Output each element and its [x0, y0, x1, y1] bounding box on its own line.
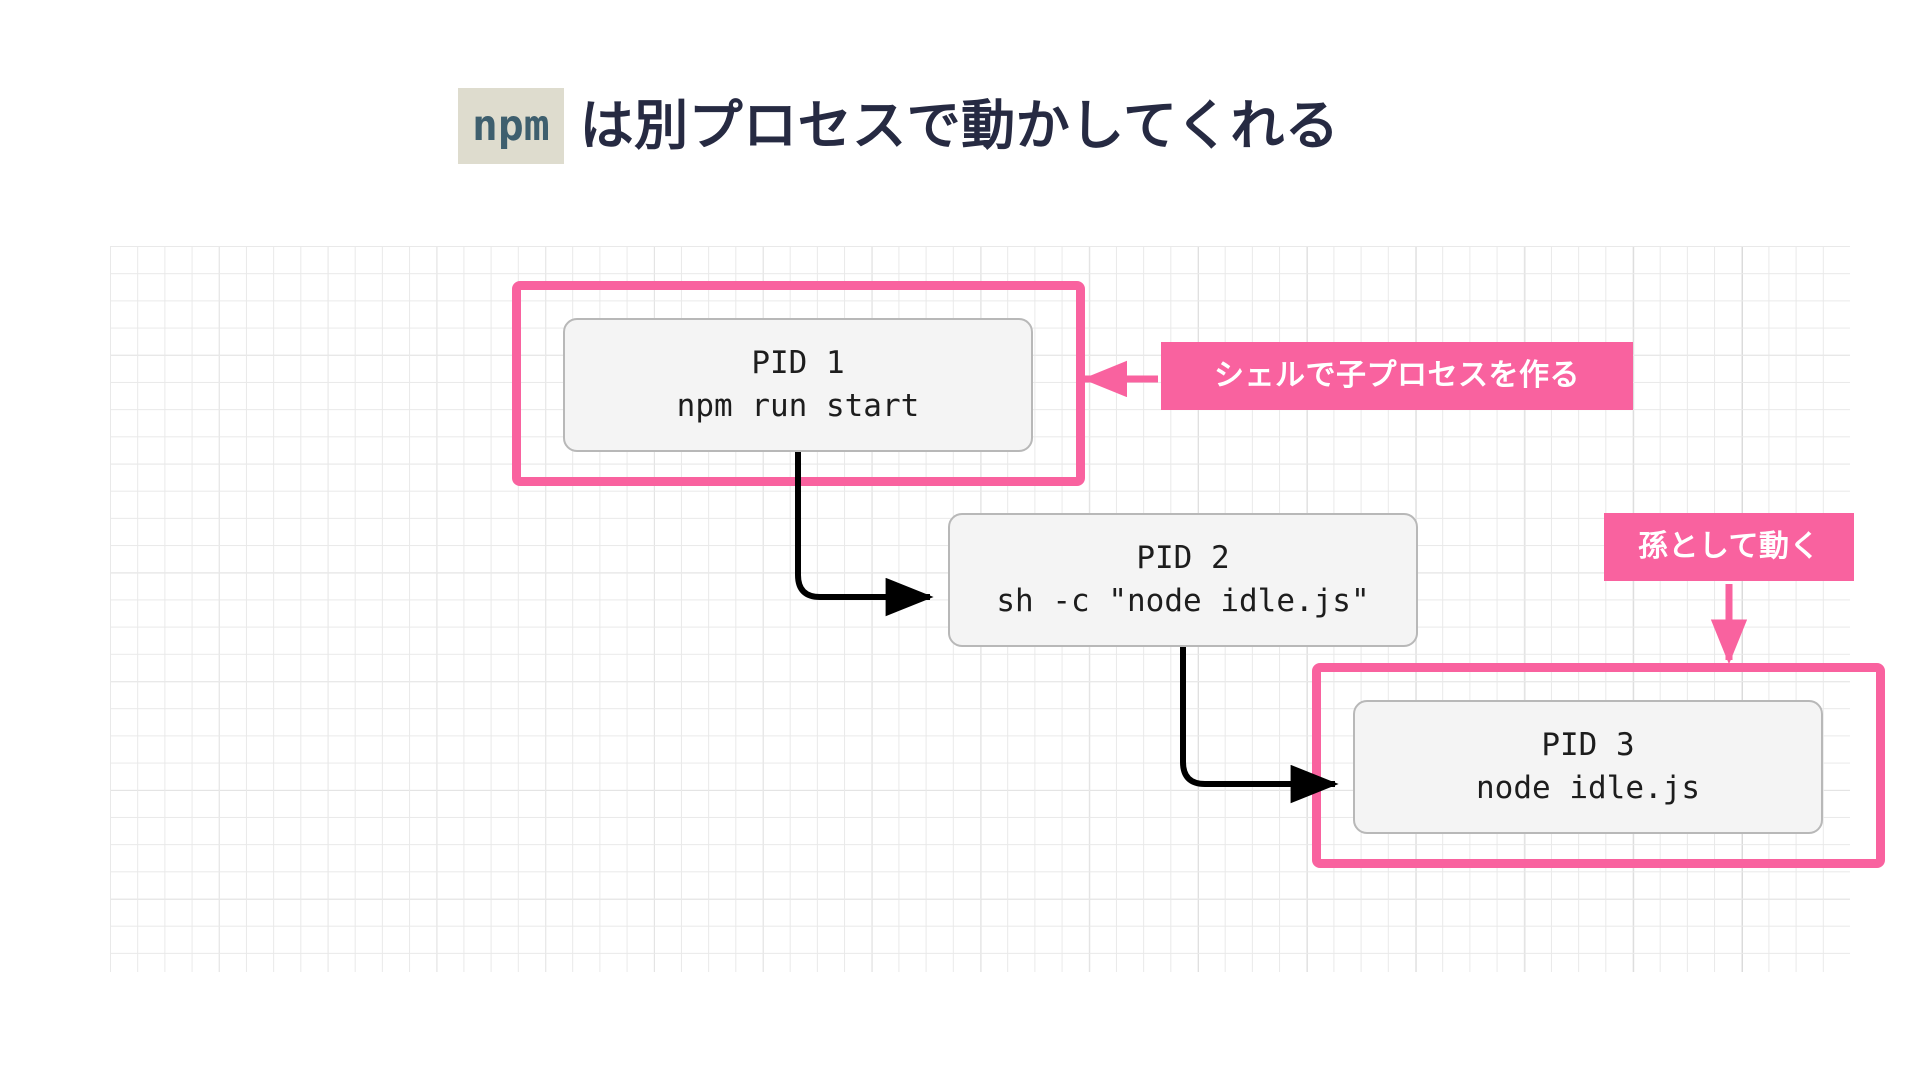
process-pid-label: PID 3	[1541, 727, 1635, 764]
page-title-text: は別プロセスで動かしてくれる	[579, 93, 1340, 157]
process-command: node idle.js	[1476, 770, 1700, 806]
page-title: npm は別プロセスで動かしてくれる	[458, 88, 1339, 164]
process-box-pid2[interactable]: PID 2 sh -c "node idle.js"	[948, 513, 1418, 647]
process-command: npm run start	[676, 388, 920, 424]
annotation-label-shell: シェルで子プロセスを作る	[1161, 342, 1633, 410]
process-box-pid1[interactable]: PID 1 npm run start	[563, 318, 1033, 452]
npm-code-badge: npm	[458, 88, 564, 164]
process-pid-label: PID 2	[1136, 540, 1230, 577]
process-box-pid3[interactable]: PID 3 node idle.js	[1353, 700, 1823, 834]
annotation-label-grandchild: 孫として動く	[1604, 513, 1854, 581]
process-command: sh -c "node idle.js"	[996, 583, 1370, 619]
process-pid-label: PID 1	[751, 345, 845, 382]
